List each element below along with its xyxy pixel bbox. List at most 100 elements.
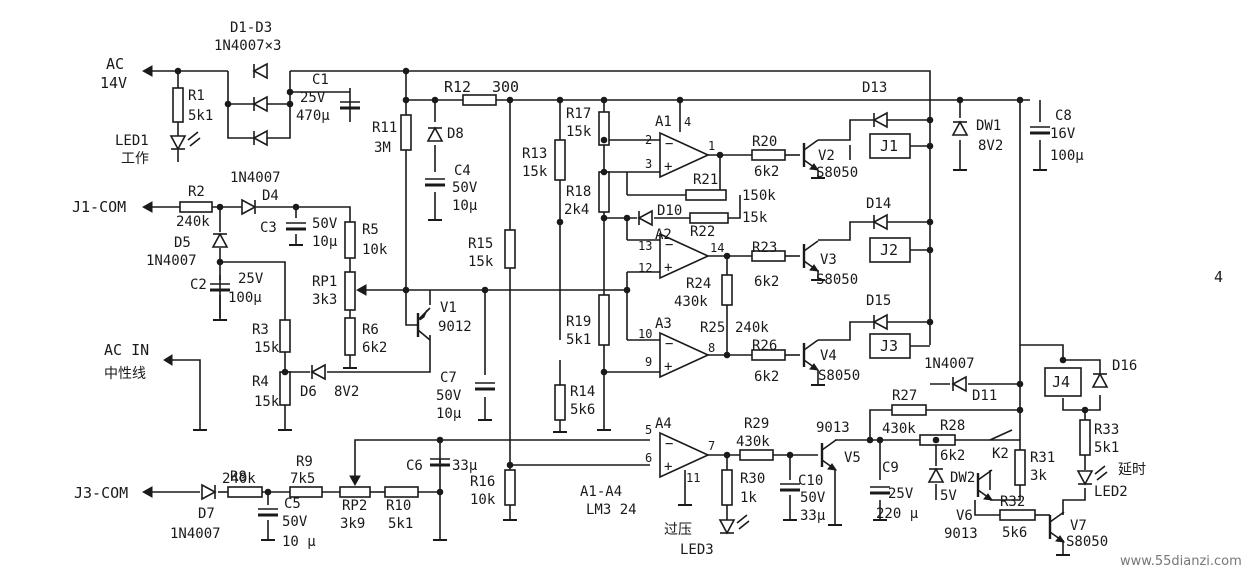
label-d15: D15 xyxy=(866,293,891,309)
pin-a4-7: 7 xyxy=(708,439,715,453)
label-r27: R27 xyxy=(892,388,917,404)
label-c1: C1 xyxy=(312,72,329,88)
label-c9-voltage: 25V xyxy=(888,486,914,502)
label-v4: V4 xyxy=(820,348,837,364)
label-j4: J4 xyxy=(1052,373,1070,391)
label-r22-value: 15k xyxy=(742,210,768,226)
label-j3: J3 xyxy=(880,337,898,355)
pin-a1-2: 2 xyxy=(645,133,652,147)
label-r9-value: 7k5 xyxy=(290,471,315,487)
label-c4: C4 xyxy=(454,163,471,179)
label-d6-value: 8V2 xyxy=(334,384,359,400)
label-r4-value: 15k xyxy=(254,394,280,410)
label-d6: D6 xyxy=(300,384,317,400)
label-r2: R2 xyxy=(188,184,205,200)
label-d16: D16 xyxy=(1112,358,1137,374)
label-dw2-value: 5V xyxy=(940,488,957,504)
pin-a4-5: 5 xyxy=(645,423,652,437)
label-c2-voltage: 25V xyxy=(238,271,264,287)
label-c5-capacitance: 10 μ xyxy=(282,534,316,550)
label-lm324: LM3 24 xyxy=(586,502,637,518)
label-r6-value: 6k2 xyxy=(362,340,387,356)
pin-a4-11: 11 xyxy=(686,471,700,485)
label-r5: R5 xyxy=(362,222,379,238)
label-r28: R28 xyxy=(940,418,965,434)
label-r14: R14 xyxy=(570,384,595,400)
pin-a2-14: 14 xyxy=(710,241,724,255)
label-r23: R23 xyxy=(752,240,777,256)
label-r17-value: 15k xyxy=(566,124,592,140)
label-d5: D5 xyxy=(174,235,191,251)
label-c7-capacitance: 10μ xyxy=(436,406,462,422)
label-c7-voltage: 50V xyxy=(436,388,462,404)
label-r33: R33 xyxy=(1094,422,1119,438)
label-r8-value-visible: 240k xyxy=(222,471,256,487)
label-rp2-value: 3k9 xyxy=(340,516,365,532)
label-d13: D13 xyxy=(862,80,887,96)
pin-a4-6: 6 xyxy=(645,451,652,465)
label-c10-voltage: 50V xyxy=(800,490,826,506)
label-led3: LED3 xyxy=(680,542,714,558)
page-number: 4 xyxy=(1214,268,1223,286)
label-led2-cn: 延时 xyxy=(1118,462,1146,478)
label-k2: K2 xyxy=(992,446,1009,462)
pin-a2-12: 12 xyxy=(638,261,652,275)
label-v4-type: S8050 xyxy=(818,368,860,384)
label-r19: R19 xyxy=(566,314,591,330)
label-r25-value: 240k xyxy=(735,320,769,336)
component-labels: D1-D3 1N4007×3 AC 14V R1 5k1 LED1 工作 C1 … xyxy=(72,20,1242,569)
label-r17: R17 xyxy=(566,106,591,122)
label-v2-type: S8050 xyxy=(816,165,858,181)
label-r32: R32 xyxy=(1000,494,1025,510)
label-c1-voltage: 25V xyxy=(300,90,326,106)
label-c2: C2 xyxy=(190,277,207,293)
label-r29-value: 430k xyxy=(736,434,770,450)
label-c6: C6 xyxy=(406,458,423,474)
label-r8: R8 xyxy=(230,469,247,485)
label-c3-voltage: 50V xyxy=(312,216,338,232)
label-c10-capacitance: 33μ xyxy=(800,508,826,524)
label-j2: J2 xyxy=(880,241,898,259)
label-a1: A1 xyxy=(655,114,672,130)
label-r18-value: 2k4 xyxy=(564,202,589,218)
label-r22: R22 xyxy=(690,224,715,240)
label-r12: R12 xyxy=(444,78,471,96)
label-r21: R21 xyxy=(693,172,718,188)
label-c9-capacitance: 220 μ xyxy=(876,506,919,522)
pin-a1-3: 3 xyxy=(645,157,652,171)
opamp-pin-numbers: 2 3 1 4 13 12 14 10 9 8 5 6 7 11 xyxy=(638,115,724,485)
label-dw1: DW1 xyxy=(976,118,1001,134)
label-r5-value: 10k xyxy=(362,242,388,258)
label-c5: C5 xyxy=(284,496,301,512)
label-c1-capacitance: 470μ xyxy=(296,108,330,124)
label-rp1: RP1 xyxy=(312,274,337,290)
label-v1-type: 9012 xyxy=(438,319,472,335)
label-a1-a4: A1-A4 xyxy=(580,484,622,500)
label-r11-value: 3M xyxy=(374,140,391,156)
label-r25: R25 xyxy=(700,320,725,336)
label-dw2: DW2 xyxy=(950,470,975,486)
label-a4: A4 xyxy=(655,416,672,432)
label-d1-d3-part: 1N4007×3 xyxy=(214,38,281,54)
label-r9: R9 xyxy=(296,454,313,470)
label-c7: C7 xyxy=(440,370,457,386)
label-led1: LED1 xyxy=(115,133,149,149)
label-v6: V6 xyxy=(956,508,973,524)
label-ac-in: AC IN xyxy=(104,341,149,359)
label-a2: A2 xyxy=(655,227,672,243)
label-r24-value: 430k xyxy=(674,294,708,310)
label-r30: R30 xyxy=(740,471,765,487)
label-r29: R29 xyxy=(744,416,769,432)
label-r13-value: 15k xyxy=(522,164,548,180)
label-r20: R20 xyxy=(752,134,777,150)
label-a3: A3 xyxy=(655,316,672,332)
label-c9: C9 xyxy=(882,460,899,476)
label-r19-value: 5k1 xyxy=(566,332,591,348)
label-r11: R11 xyxy=(372,120,397,136)
label-r21-value: 150k xyxy=(742,188,776,204)
label-r27-value: 430k xyxy=(882,421,916,437)
label-led2: LED2 xyxy=(1094,484,1128,500)
label-r26: R26 xyxy=(752,338,777,354)
label-j1-com: J1-COM xyxy=(72,198,126,216)
